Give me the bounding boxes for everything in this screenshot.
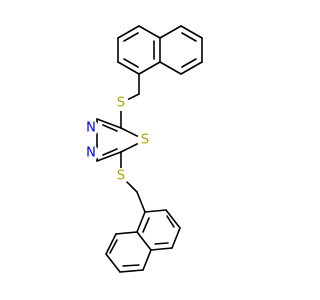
atom-label-background: [113, 168, 129, 184]
atom-label-background: [83, 120, 99, 136]
bond: [166, 215, 175, 228]
atom-label-background: [113, 95, 129, 111]
bond: [123, 58, 139, 68]
bond: [181, 58, 197, 68]
atom-label-background: [137, 132, 153, 148]
bond: [150, 247, 173, 251]
bond: [142, 249, 152, 271]
bond: [136, 191, 146, 213]
bond: [105, 253, 121, 273]
atom-label-background: [83, 145, 99, 161]
bond: [96, 151, 122, 162]
atom-label-n: N: [86, 146, 96, 161]
bond: [102, 148, 118, 156]
bond: [117, 25, 140, 39]
bond: [117, 61, 140, 75]
bond: [105, 233, 117, 255]
bond: [136, 211, 146, 233]
nitrogen-atom-lower: N: [83, 145, 99, 161]
bond: [171, 227, 181, 249]
bond: [180, 25, 203, 39]
atom-label-s: S: [117, 96, 125, 111]
bond: [159, 25, 182, 39]
bond: [115, 231, 138, 235]
bond: [142, 217, 150, 233]
bond: [181, 32, 197, 42]
molecule-structure-diagram: S S S N N: [83, 25, 203, 273]
bond: [109, 239, 118, 254]
bond: [154, 242, 169, 245]
sulfur-atom-ring: S: [137, 132, 153, 148]
bond: [136, 231, 152, 251]
bond: [96, 118, 122, 129]
bond-layer: [96, 25, 203, 273]
atom-label-s: S: [117, 169, 125, 184]
atom-label-layer: S S S N N: [83, 95, 153, 184]
atom-label-n: N: [86, 121, 96, 136]
sulfur-atom-top: S: [113, 95, 129, 111]
bond: [144, 209, 167, 213]
bond: [138, 25, 161, 39]
bond: [102, 124, 118, 132]
bond: [123, 32, 139, 42]
bond: [180, 61, 203, 75]
nitrogen-atom-upper: N: [83, 120, 99, 136]
bond: [138, 61, 161, 75]
bond: [119, 269, 144, 273]
bond: [165, 209, 181, 229]
sulfur-atom-bottom: S: [113, 168, 129, 184]
bond: [159, 61, 182, 75]
atom-label-s: S: [141, 133, 149, 148]
bond: [122, 264, 140, 267]
